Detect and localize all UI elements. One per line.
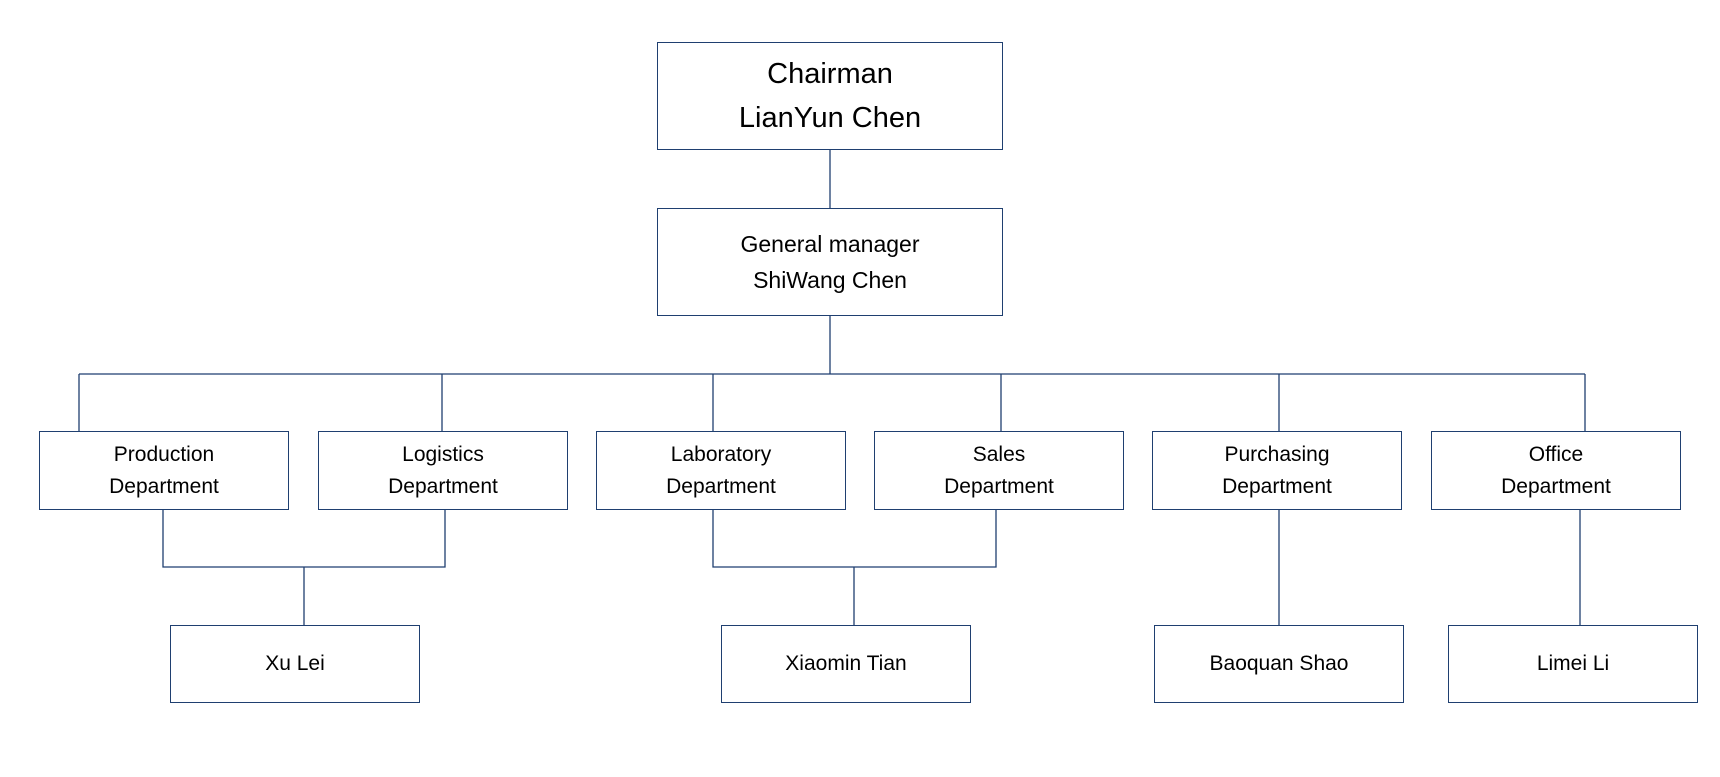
chairman-box: Chairman LianYun Chen (657, 42, 1003, 150)
department-label-line1: Laboratory (670, 442, 772, 466)
connector-xu-lei (162, 509, 446, 568)
department-label-line2: Department (1222, 474, 1332, 498)
department-label-line2: Department (109, 474, 219, 498)
department-label-line1: Sales (972, 442, 1026, 466)
person-name: Xiaomin Tian (785, 652, 907, 675)
department-label-line1: Purchasing (1224, 442, 1330, 466)
person-name: Limei Li (1536, 652, 1610, 675)
department-label-line1: Logistics (402, 442, 484, 466)
general-manager-title: General manager (740, 231, 920, 257)
department-label-line1: Production (113, 442, 215, 466)
department-box-sales: Sales Department (874, 431, 1124, 510)
department-box-logistics: Logistics Department (318, 431, 568, 510)
department-box-purchasing: Purchasing Department (1152, 431, 1402, 510)
department-box-production: Production Department (39, 431, 289, 510)
chairman-title: Chairman (767, 58, 893, 90)
general-manager-box: General manager ShiWang Chen (657, 208, 1003, 316)
department-label-line2: Department (666, 474, 776, 498)
general-manager-name: ShiWang Chen (753, 267, 907, 293)
chairman-name: LianYun Chen (738, 102, 922, 134)
person-box-xu-lei: Xu Lei (170, 625, 420, 703)
person-box-xiaomin-tian: Xiaomin Tian (721, 625, 971, 703)
department-label-line2: Department (1501, 474, 1611, 498)
person-name: Baoquan Shao (1209, 652, 1349, 675)
person-name: Xu Lei (265, 652, 325, 675)
department-label-line1: Office (1528, 442, 1584, 466)
person-box-limei-li: Limei Li (1448, 625, 1698, 703)
department-label-line2: Department (388, 474, 498, 498)
connector-xiaomin-tian (712, 509, 997, 568)
department-box-office: Office Department (1431, 431, 1681, 510)
person-box-baoquan-shao: Baoquan Shao (1154, 625, 1404, 703)
department-label-line2: Department (944, 474, 1054, 498)
department-box-laboratory: Laboratory Department (596, 431, 846, 510)
